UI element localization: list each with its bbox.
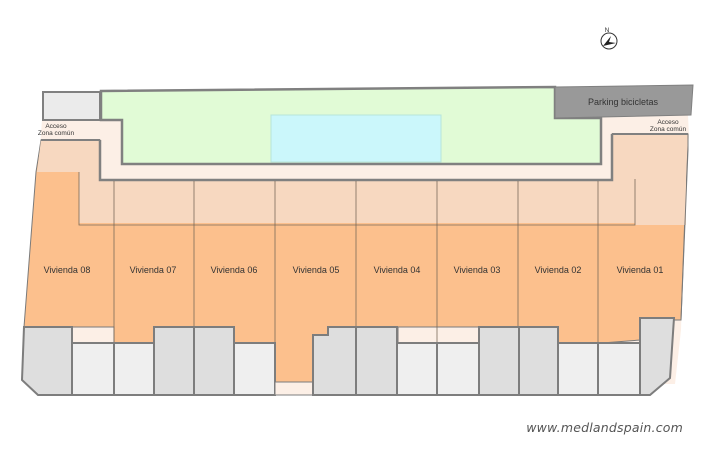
parking-06b — [233, 342, 276, 396]
parking-06a — [193, 326, 235, 396]
dwelling-label-02: Vivienda 02 — [535, 265, 582, 275]
parking-05 — [312, 326, 357, 396]
dwelling-label-04: Vivienda 04 — [374, 265, 421, 275]
dwelling-label-06: Vivienda 06 — [211, 265, 258, 275]
parking-03b — [478, 326, 520, 396]
watermark: www.medlandspain.com — [526, 420, 683, 435]
dwelling-label-08: Vivienda 08 — [44, 265, 91, 275]
access-label-left-2: Zona común — [38, 130, 75, 137]
dwelling-label-05: Vivienda 05 — [293, 265, 340, 275]
bike-parking — [554, 84, 694, 119]
entrance-05 — [274, 381, 314, 396]
dwelling-label-07: Vivienda 07 — [130, 265, 177, 275]
parking-02b — [557, 342, 599, 396]
utility-corner — [42, 91, 101, 121]
compass-north-label: N — [605, 27, 610, 34]
outer-wall-right — [680, 134, 689, 321]
parking-04a — [355, 326, 398, 396]
pool — [270, 114, 442, 163]
parking-04b — [396, 342, 438, 396]
compass: N — [600, 27, 618, 50]
bike-parking-label: Parking bicicletas — [588, 97, 659, 107]
terrace-boundary — [78, 172, 636, 226]
parking-03a — [436, 342, 480, 396]
access-label-right-2: Zona común — [650, 126, 687, 133]
parking-01b — [639, 317, 676, 396]
parking-07b — [153, 326, 195, 396]
parking-spaces — [20, 317, 676, 396]
access-label-left-1: Acceso — [45, 123, 67, 130]
dwelling-label-03: Vivienda 03 — [454, 265, 501, 275]
parking-01a — [597, 342, 641, 396]
dwelling-label-01: Vivienda 01 — [617, 265, 664, 275]
dwelling-dividers — [113, 181, 599, 343]
terraces — [37, 134, 688, 225]
parking-07a — [113, 342, 155, 396]
access-label-right-1: Acceso — [657, 119, 679, 126]
north-arrow-icon — [603, 36, 616, 46]
garden-wall — [98, 134, 614, 182]
parking-08a — [20, 326, 73, 396]
parking-02a — [518, 326, 559, 396]
parking-08b — [71, 342, 115, 396]
dwelling-labels: Vivienda 08 Vivienda 07 Vivienda 06 Vivi… — [44, 265, 664, 275]
outer-wall-top — [41, 133, 688, 141]
